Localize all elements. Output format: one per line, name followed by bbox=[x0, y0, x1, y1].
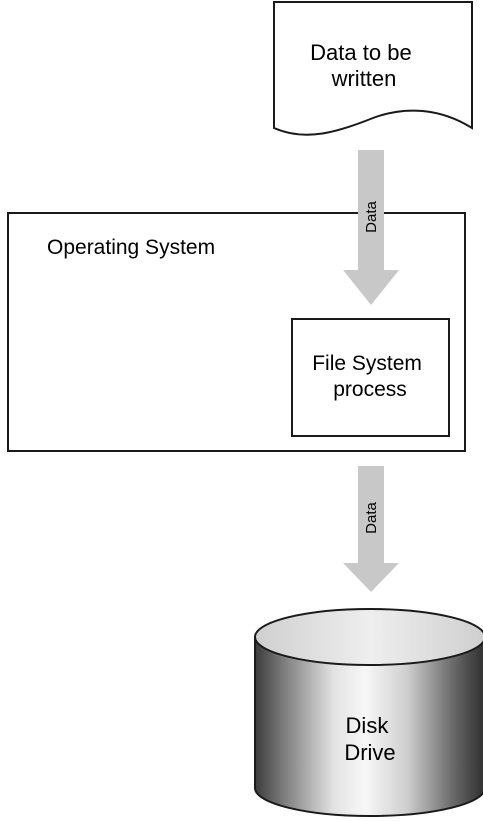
disk-drive-text: Disk Drive bbox=[344, 713, 395, 765]
operating-system-label: Operating System bbox=[47, 236, 215, 259]
file-system-process-box: File System process bbox=[291, 318, 450, 437]
disk-drive-body bbox=[254, 636, 483, 817]
document-line-2: written bbox=[331, 66, 397, 91]
data-document: Data to be written bbox=[273, 1, 473, 136]
bottom-arrow-shape bbox=[343, 466, 399, 592]
document-line-1: Data to be bbox=[310, 40, 412, 65]
document-shape bbox=[273, 1, 473, 136]
file-system-line-2: process bbox=[333, 378, 407, 401]
bottom-data-arrow: Data bbox=[343, 466, 399, 592]
disk-drive-top bbox=[254, 608, 483, 666]
top-arrow-label: Data bbox=[363, 201, 380, 233]
top-data-arrow: Data bbox=[343, 150, 399, 305]
document-text: Data to be written bbox=[310, 40, 418, 91]
bottom-arrow-label: Data bbox=[363, 502, 380, 534]
file-system-line-1: File System bbox=[312, 352, 422, 375]
disk-drive-line-1: Disk bbox=[346, 713, 390, 738]
file-system-process-text: File System process bbox=[312, 352, 428, 401]
file-system-process-frame bbox=[291, 318, 450, 437]
disk-drive-line-2: Drive bbox=[344, 740, 395, 765]
disk-drive: Disk Drive bbox=[254, 608, 483, 817]
top-arrow-shape bbox=[343, 150, 399, 305]
